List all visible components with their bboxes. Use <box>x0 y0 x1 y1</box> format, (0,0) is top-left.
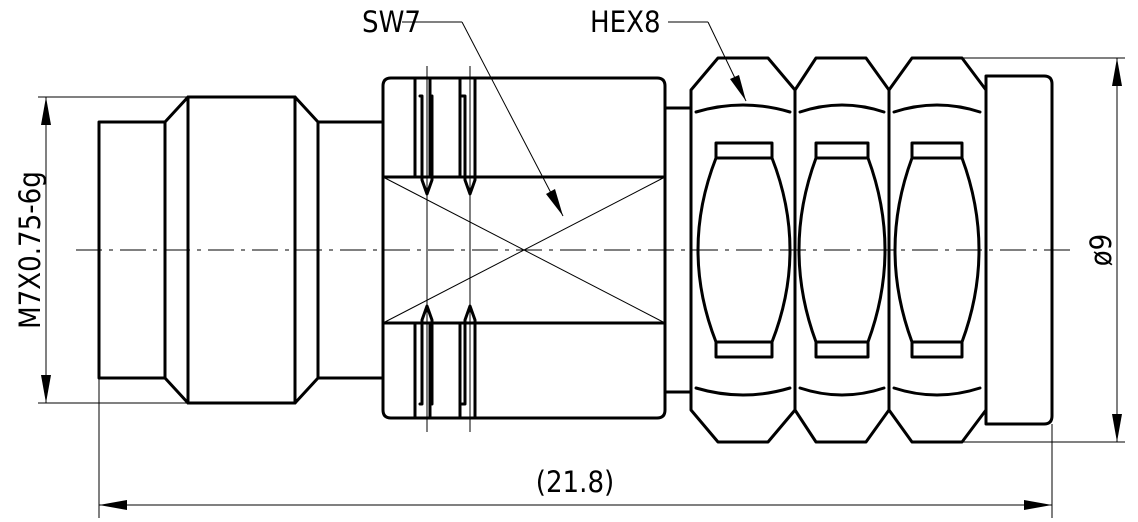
rear-body <box>984 74 1054 426</box>
thread-label: M7X0.75-6g <box>13 171 47 329</box>
sw7-label: SW7 <box>362 5 421 39</box>
length-label: (21.8) <box>536 465 614 499</box>
hex8-label: HEX8 <box>590 5 661 39</box>
diameter-label: ø9 <box>1084 234 1118 267</box>
wrench-flat-body <box>381 66 667 432</box>
sw7-leader <box>402 21 564 217</box>
hex8-leader <box>668 21 747 102</box>
diameter-dimension <box>962 57 1125 443</box>
length-dimension <box>98 378 1053 518</box>
thread-dimension <box>38 96 188 404</box>
